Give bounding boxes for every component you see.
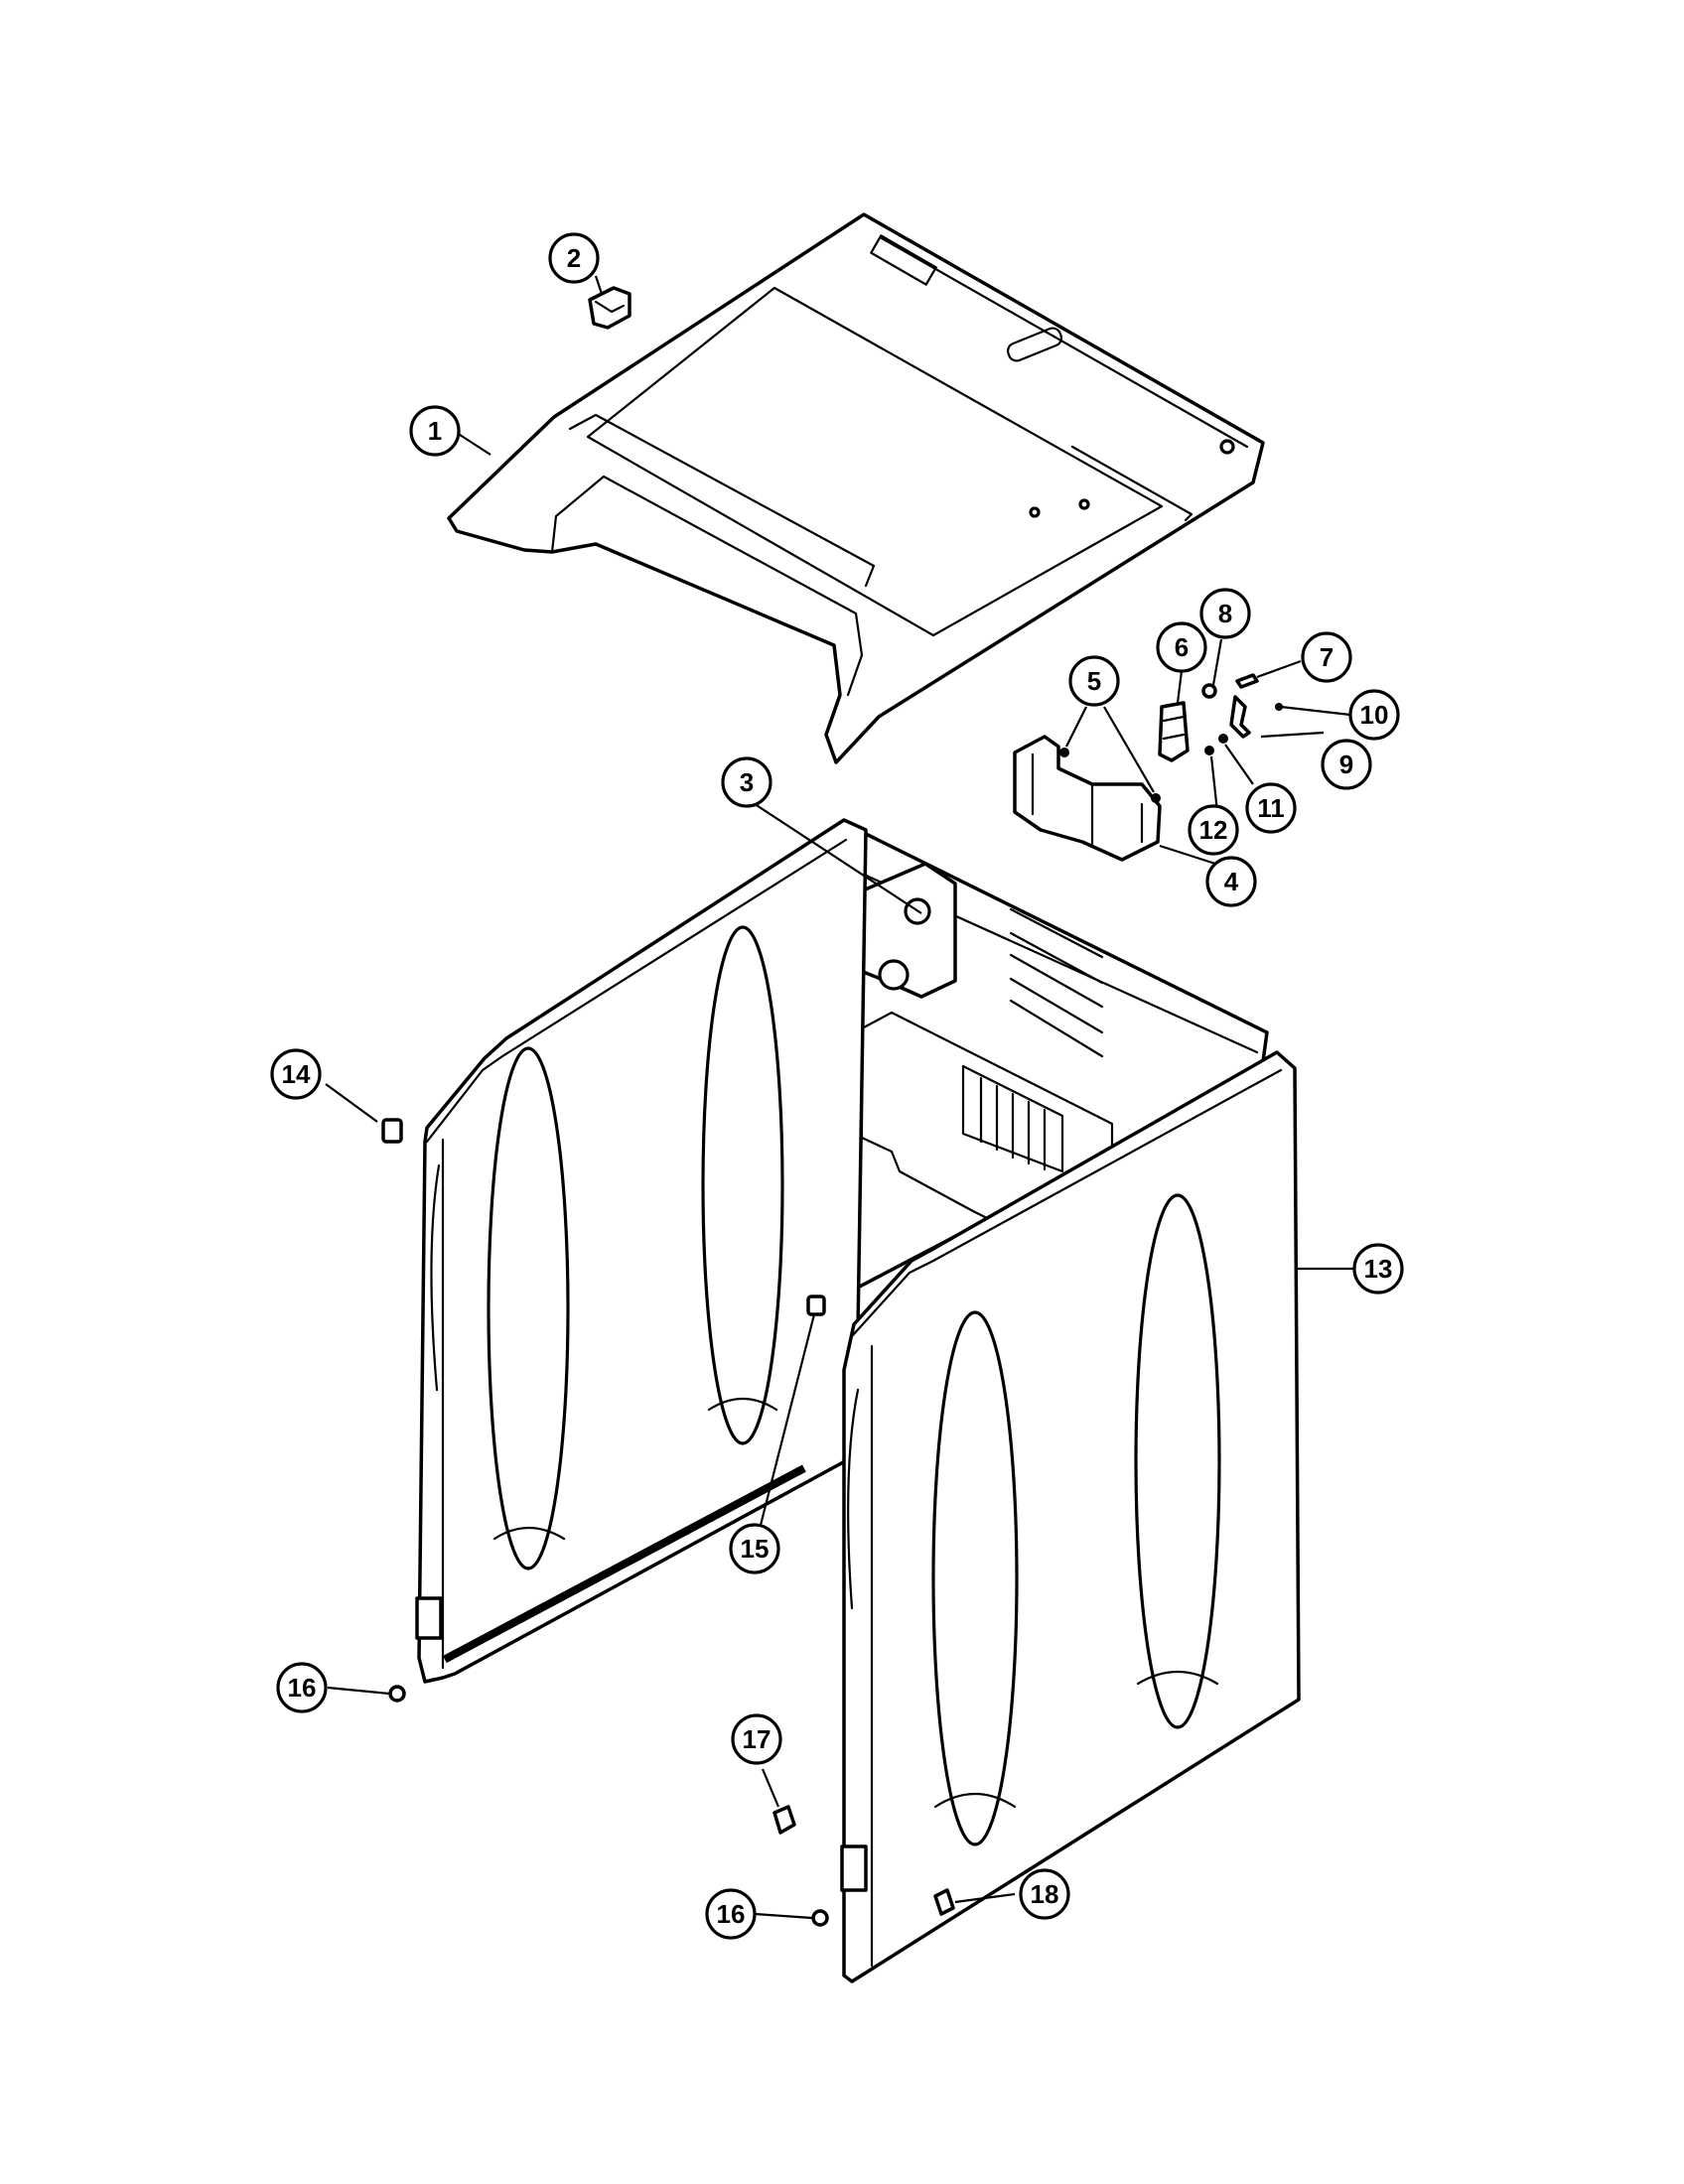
top-panel — [447, 212, 1265, 764]
callout-1: 1 — [409, 405, 461, 457]
callout-9: 9 — [1321, 739, 1372, 790]
callout-16-lower-label: 16 — [717, 1899, 746, 1929]
loose-parts — [381, 1118, 955, 1927]
callout-17: 17 — [731, 1713, 782, 1765]
callout-10-label: 10 — [1360, 700, 1389, 730]
callout-15-label: 15 — [741, 1534, 770, 1564]
callout-4-label: 4 — [1224, 867, 1239, 896]
callout-18: 18 — [1019, 1868, 1070, 1920]
callout-6: 6 — [1156, 621, 1207, 673]
callout-13: 13 — [1352, 1243, 1404, 1295]
callout-9-label: 9 — [1339, 750, 1353, 779]
switch-assembly — [1158, 673, 1283, 762]
callout-3: 3 — [721, 756, 772, 808]
callout-8: 8 — [1199, 588, 1251, 639]
callout-11-label: 11 — [1257, 793, 1285, 823]
callout-12-label: 12 — [1199, 815, 1228, 845]
callout-16-lower: 16 — [705, 1888, 757, 1940]
callout-14: 14 — [270, 1048, 322, 1100]
callout-11: 11 — [1245, 782, 1297, 834]
callout-2-label: 2 — [567, 243, 581, 273]
callout-13-label: 13 — [1364, 1254, 1393, 1284]
callout-10: 10 — [1348, 689, 1400, 741]
callout-5: 5 — [1068, 655, 1120, 707]
callout-8-label: 8 — [1218, 599, 1232, 628]
callout-17-label: 17 — [743, 1724, 772, 1754]
part-2-clip — [588, 286, 632, 330]
callout-3-label: 3 — [740, 767, 754, 797]
callout-6-label: 6 — [1175, 632, 1189, 662]
callout-18-label: 18 — [1031, 1879, 1059, 1909]
bracket — [1013, 735, 1162, 862]
callout-15: 15 — [729, 1523, 780, 1574]
callout-5-label: 5 — [1087, 666, 1101, 696]
callout-12: 12 — [1188, 804, 1239, 856]
leader-lines — [325, 275, 1354, 1920]
callout-16-upper-label: 16 — [288, 1673, 317, 1703]
callout-7: 7 — [1301, 631, 1352, 683]
callout-7-label: 7 — [1320, 642, 1333, 672]
cabinet — [415, 818, 1301, 1983]
callout-2: 2 — [548, 232, 600, 284]
callout-4: 4 — [1205, 856, 1257, 907]
callout-1-label: 1 — [428, 416, 442, 446]
callout-14-label: 14 — [282, 1059, 311, 1089]
callout-16-upper: 16 — [276, 1662, 328, 1713]
